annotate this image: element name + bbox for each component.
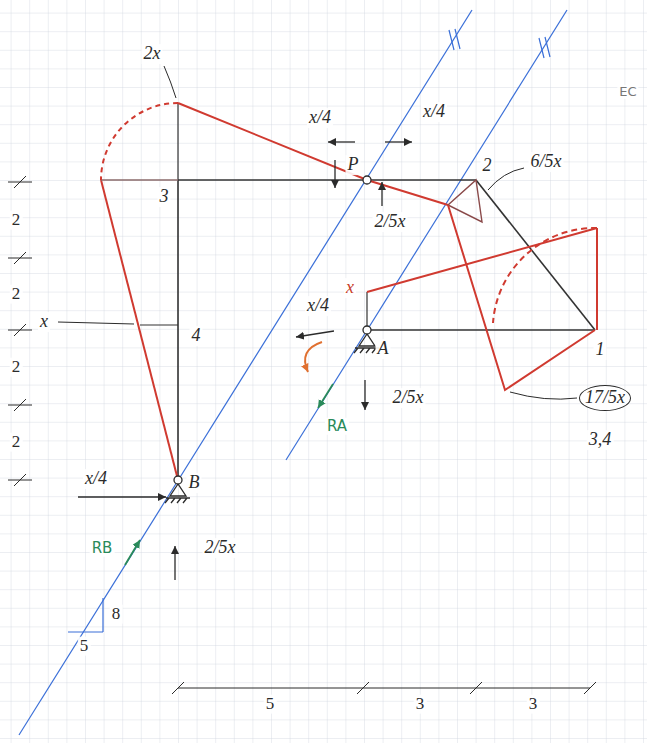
displacement-mark bbox=[140, 324, 178, 325]
displaced-member bbox=[367, 228, 597, 292]
force-arrow bbox=[385, 141, 412, 142]
displacement-mark bbox=[596, 228, 597, 330]
displacement-mark bbox=[366, 292, 367, 330]
node-number: 1 bbox=[594, 340, 607, 360]
supports bbox=[165, 176, 379, 503]
force-arrow bbox=[328, 141, 355, 142]
dimension-value: 2 bbox=[10, 358, 23, 377]
moment-arrow bbox=[305, 342, 322, 372]
construction-lines bbox=[19, 10, 567, 735]
hinge bbox=[363, 326, 371, 334]
force-arrow bbox=[78, 496, 166, 497]
displaced-shape bbox=[101, 103, 597, 480]
force-arrows bbox=[78, 142, 412, 580]
rotation-arc bbox=[493, 228, 597, 323]
displacement-label: 2x bbox=[142, 44, 163, 64]
displaced-member bbox=[448, 205, 595, 390]
hinge bbox=[363, 176, 371, 184]
reaction-label: RA bbox=[325, 418, 349, 435]
leader-line bbox=[510, 392, 577, 399]
force-arrow bbox=[174, 546, 175, 580]
pin-support bbox=[170, 484, 186, 496]
dimension-tick bbox=[8, 324, 32, 336]
rotation-arc bbox=[101, 103, 178, 180]
dimension-tick bbox=[8, 176, 32, 188]
reaction-label: RB bbox=[90, 540, 115, 557]
node-number: 2 bbox=[481, 156, 494, 176]
dimension-value: 3 bbox=[414, 695, 427, 714]
leader-line bbox=[58, 322, 134, 324]
leader-lines bbox=[58, 66, 577, 399]
displacement-triangle bbox=[448, 180, 482, 222]
pole-line bbox=[19, 10, 472, 735]
displaced-member bbox=[101, 179, 178, 180]
beam bbox=[367, 329, 595, 331]
support-label: A bbox=[376, 339, 391, 359]
displaced-member bbox=[101, 180, 178, 480]
support-label: B bbox=[187, 473, 202, 493]
dimension-tick bbox=[8, 399, 32, 411]
hinge bbox=[174, 476, 182, 484]
pole-line bbox=[286, 10, 567, 460]
pin-support bbox=[359, 334, 375, 346]
displacement-mark bbox=[177, 103, 178, 180]
force-label: x/4 bbox=[307, 108, 333, 128]
force-label: 2/5x bbox=[391, 388, 426, 408]
node-number: 3 bbox=[158, 187, 171, 207]
displaced-member bbox=[178, 103, 448, 205]
page-note: EC bbox=[617, 85, 638, 99]
parallel-mark bbox=[449, 29, 460, 50]
dimension-tick bbox=[8, 474, 32, 486]
slope-triangle bbox=[68, 598, 103, 632]
displaced-member bbox=[596, 228, 598, 330]
leader-line bbox=[164, 66, 176, 98]
force-label: 2/5x bbox=[203, 538, 238, 558]
dimension-value: 3 bbox=[527, 695, 540, 714]
diagonal-member bbox=[476, 180, 595, 330]
force-label: 2/5x bbox=[373, 212, 408, 232]
force-label: x/4 bbox=[421, 102, 447, 122]
ground-hatch bbox=[165, 498, 190, 503]
force-arrow bbox=[334, 160, 335, 188]
force-arrow bbox=[381, 182, 382, 206]
dimension-lines bbox=[8, 176, 596, 694]
structure bbox=[140, 103, 597, 480]
dimension-value: 2 bbox=[10, 433, 23, 452]
node-number: 4 bbox=[190, 326, 203, 346]
force-label: x/4 bbox=[83, 469, 109, 489]
displacement-label: x bbox=[344, 278, 356, 298]
dimension-tick bbox=[8, 252, 32, 264]
slope-value: 5 bbox=[78, 637, 91, 656]
value-label: 3,4 bbox=[587, 430, 614, 450]
dimension-tick bbox=[172, 682, 596, 694]
displacement-label: 6/5x bbox=[529, 152, 564, 172]
dimension-value: 5 bbox=[264, 695, 277, 714]
column bbox=[177, 180, 179, 480]
displacement-label: 17/5x bbox=[579, 385, 631, 411]
force-label: x/4 bbox=[305, 296, 331, 316]
reaction-arrow bbox=[125, 540, 140, 565]
reaction-arrow bbox=[318, 384, 333, 408]
dimension-value: 2 bbox=[10, 211, 23, 230]
beam bbox=[178, 179, 476, 181]
displacement-label: x bbox=[38, 312, 50, 332]
hinge-label: P bbox=[346, 155, 361, 175]
force-arrow bbox=[296, 331, 334, 337]
slope-value: 8 bbox=[110, 605, 123, 624]
force-arrow bbox=[364, 380, 365, 410]
parallel-mark bbox=[539, 37, 550, 58]
dimension-line bbox=[178, 688, 590, 689]
dimension-value: 2 bbox=[10, 285, 23, 304]
